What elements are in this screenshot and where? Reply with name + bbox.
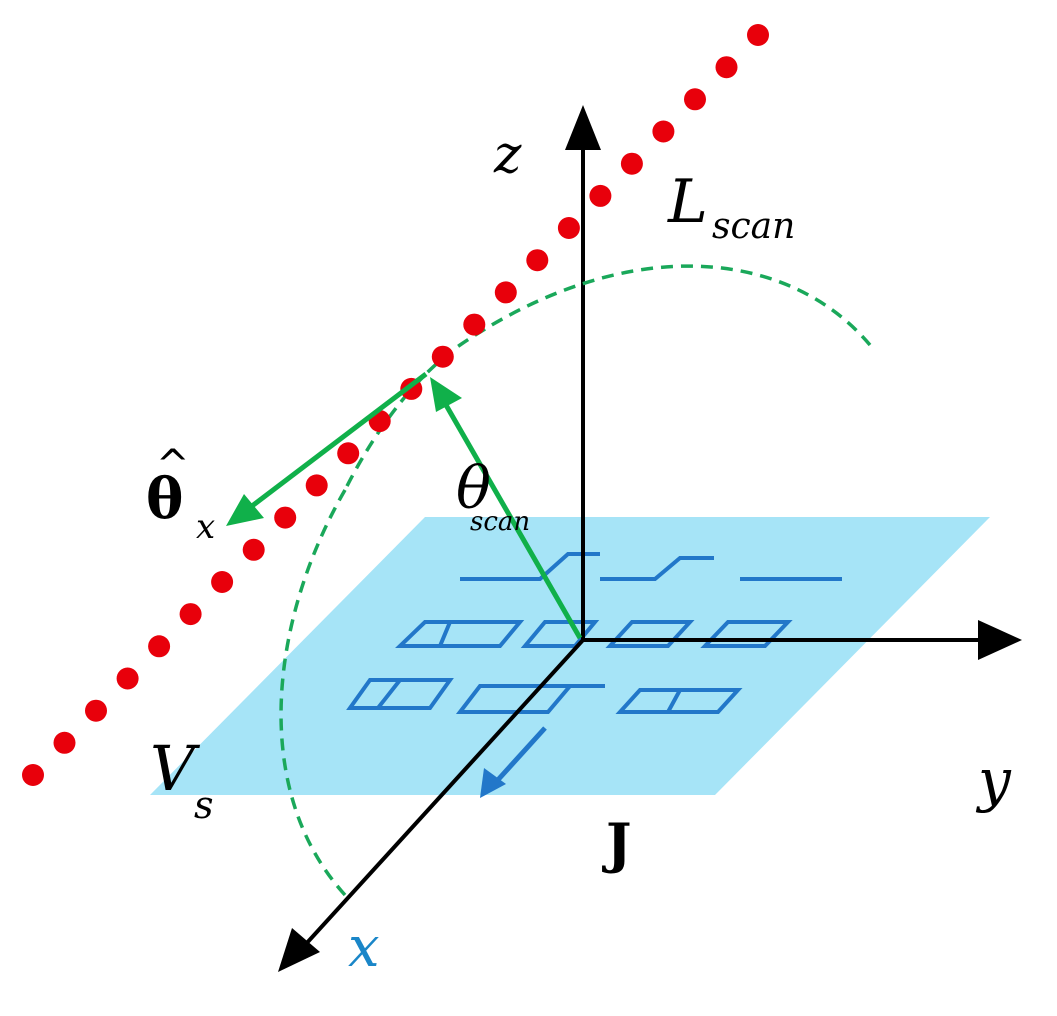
z-axis-label: z bbox=[493, 125, 522, 185]
scan-dot bbox=[747, 24, 769, 46]
axes bbox=[303, 140, 990, 947]
svg-text:scan: scan bbox=[470, 507, 530, 537]
scan-dot bbox=[463, 313, 486, 336]
x-axis-arrowhead bbox=[278, 928, 320, 972]
svg-text:V: V bbox=[150, 732, 201, 805]
svg-text:x: x bbox=[196, 507, 215, 547]
scan-dot bbox=[179, 603, 202, 626]
z-axis-arrowhead bbox=[565, 105, 601, 150]
scan-dot bbox=[274, 506, 297, 529]
element-mid-1 bbox=[395, 620, 525, 648]
theta-scan-label: θ scan bbox=[456, 454, 530, 537]
scan-dot bbox=[22, 764, 44, 786]
element-top-2 bbox=[600, 556, 714, 581]
element-mid-3 bbox=[605, 620, 695, 648]
scan-dot bbox=[211, 571, 234, 593]
svg-text:s: s bbox=[194, 783, 214, 827]
antenna-elements bbox=[346, 552, 842, 714]
current-arrow bbox=[480, 726, 547, 798]
theta-hat-label: θ ^ x bbox=[146, 442, 215, 547]
y-axis-arrowhead bbox=[978, 620, 1022, 660]
scan-dot bbox=[242, 538, 265, 561]
svg-text:scan: scan bbox=[712, 206, 795, 247]
scan-dot bbox=[715, 56, 738, 79]
v-s-label: V s bbox=[150, 732, 214, 827]
svg-text:θ: θ bbox=[456, 454, 491, 522]
scan-dot bbox=[684, 88, 706, 111]
current-label: J bbox=[602, 811, 632, 875]
scan-dot bbox=[494, 281, 517, 304]
x-axis bbox=[303, 638, 585, 947]
scan-dot bbox=[337, 442, 360, 465]
scan-dot bbox=[85, 699, 107, 722]
element-bot-1 bbox=[346, 678, 454, 710]
scan-dot bbox=[53, 731, 76, 754]
svg-text:θ: θ bbox=[146, 466, 183, 532]
scan-dot bbox=[526, 249, 549, 272]
lower-arc bbox=[279, 489, 347, 897]
y-axis-label: y bbox=[975, 746, 1012, 814]
scan-dot bbox=[652, 120, 675, 143]
scan-dot bbox=[305, 474, 328, 497]
scan-dot bbox=[557, 217, 580, 239]
x-axis-label: x bbox=[348, 915, 380, 980]
hat-mark: ^ bbox=[156, 442, 190, 488]
scan-dot bbox=[148, 635, 171, 658]
scan-line-dots bbox=[22, 24, 769, 786]
scan-dot bbox=[589, 184, 612, 207]
element-bot-4 bbox=[615, 688, 743, 714]
l-scan-label: L scan bbox=[667, 167, 795, 247]
scan-dot bbox=[620, 152, 643, 175]
svg-text:L: L bbox=[667, 167, 708, 237]
scan-dot bbox=[116, 667, 139, 690]
element-mid-4 bbox=[700, 620, 793, 648]
scan-dot bbox=[431, 345, 454, 368]
theta-hat-vector bbox=[226, 372, 428, 526]
theta-scan-vector bbox=[430, 377, 583, 640]
